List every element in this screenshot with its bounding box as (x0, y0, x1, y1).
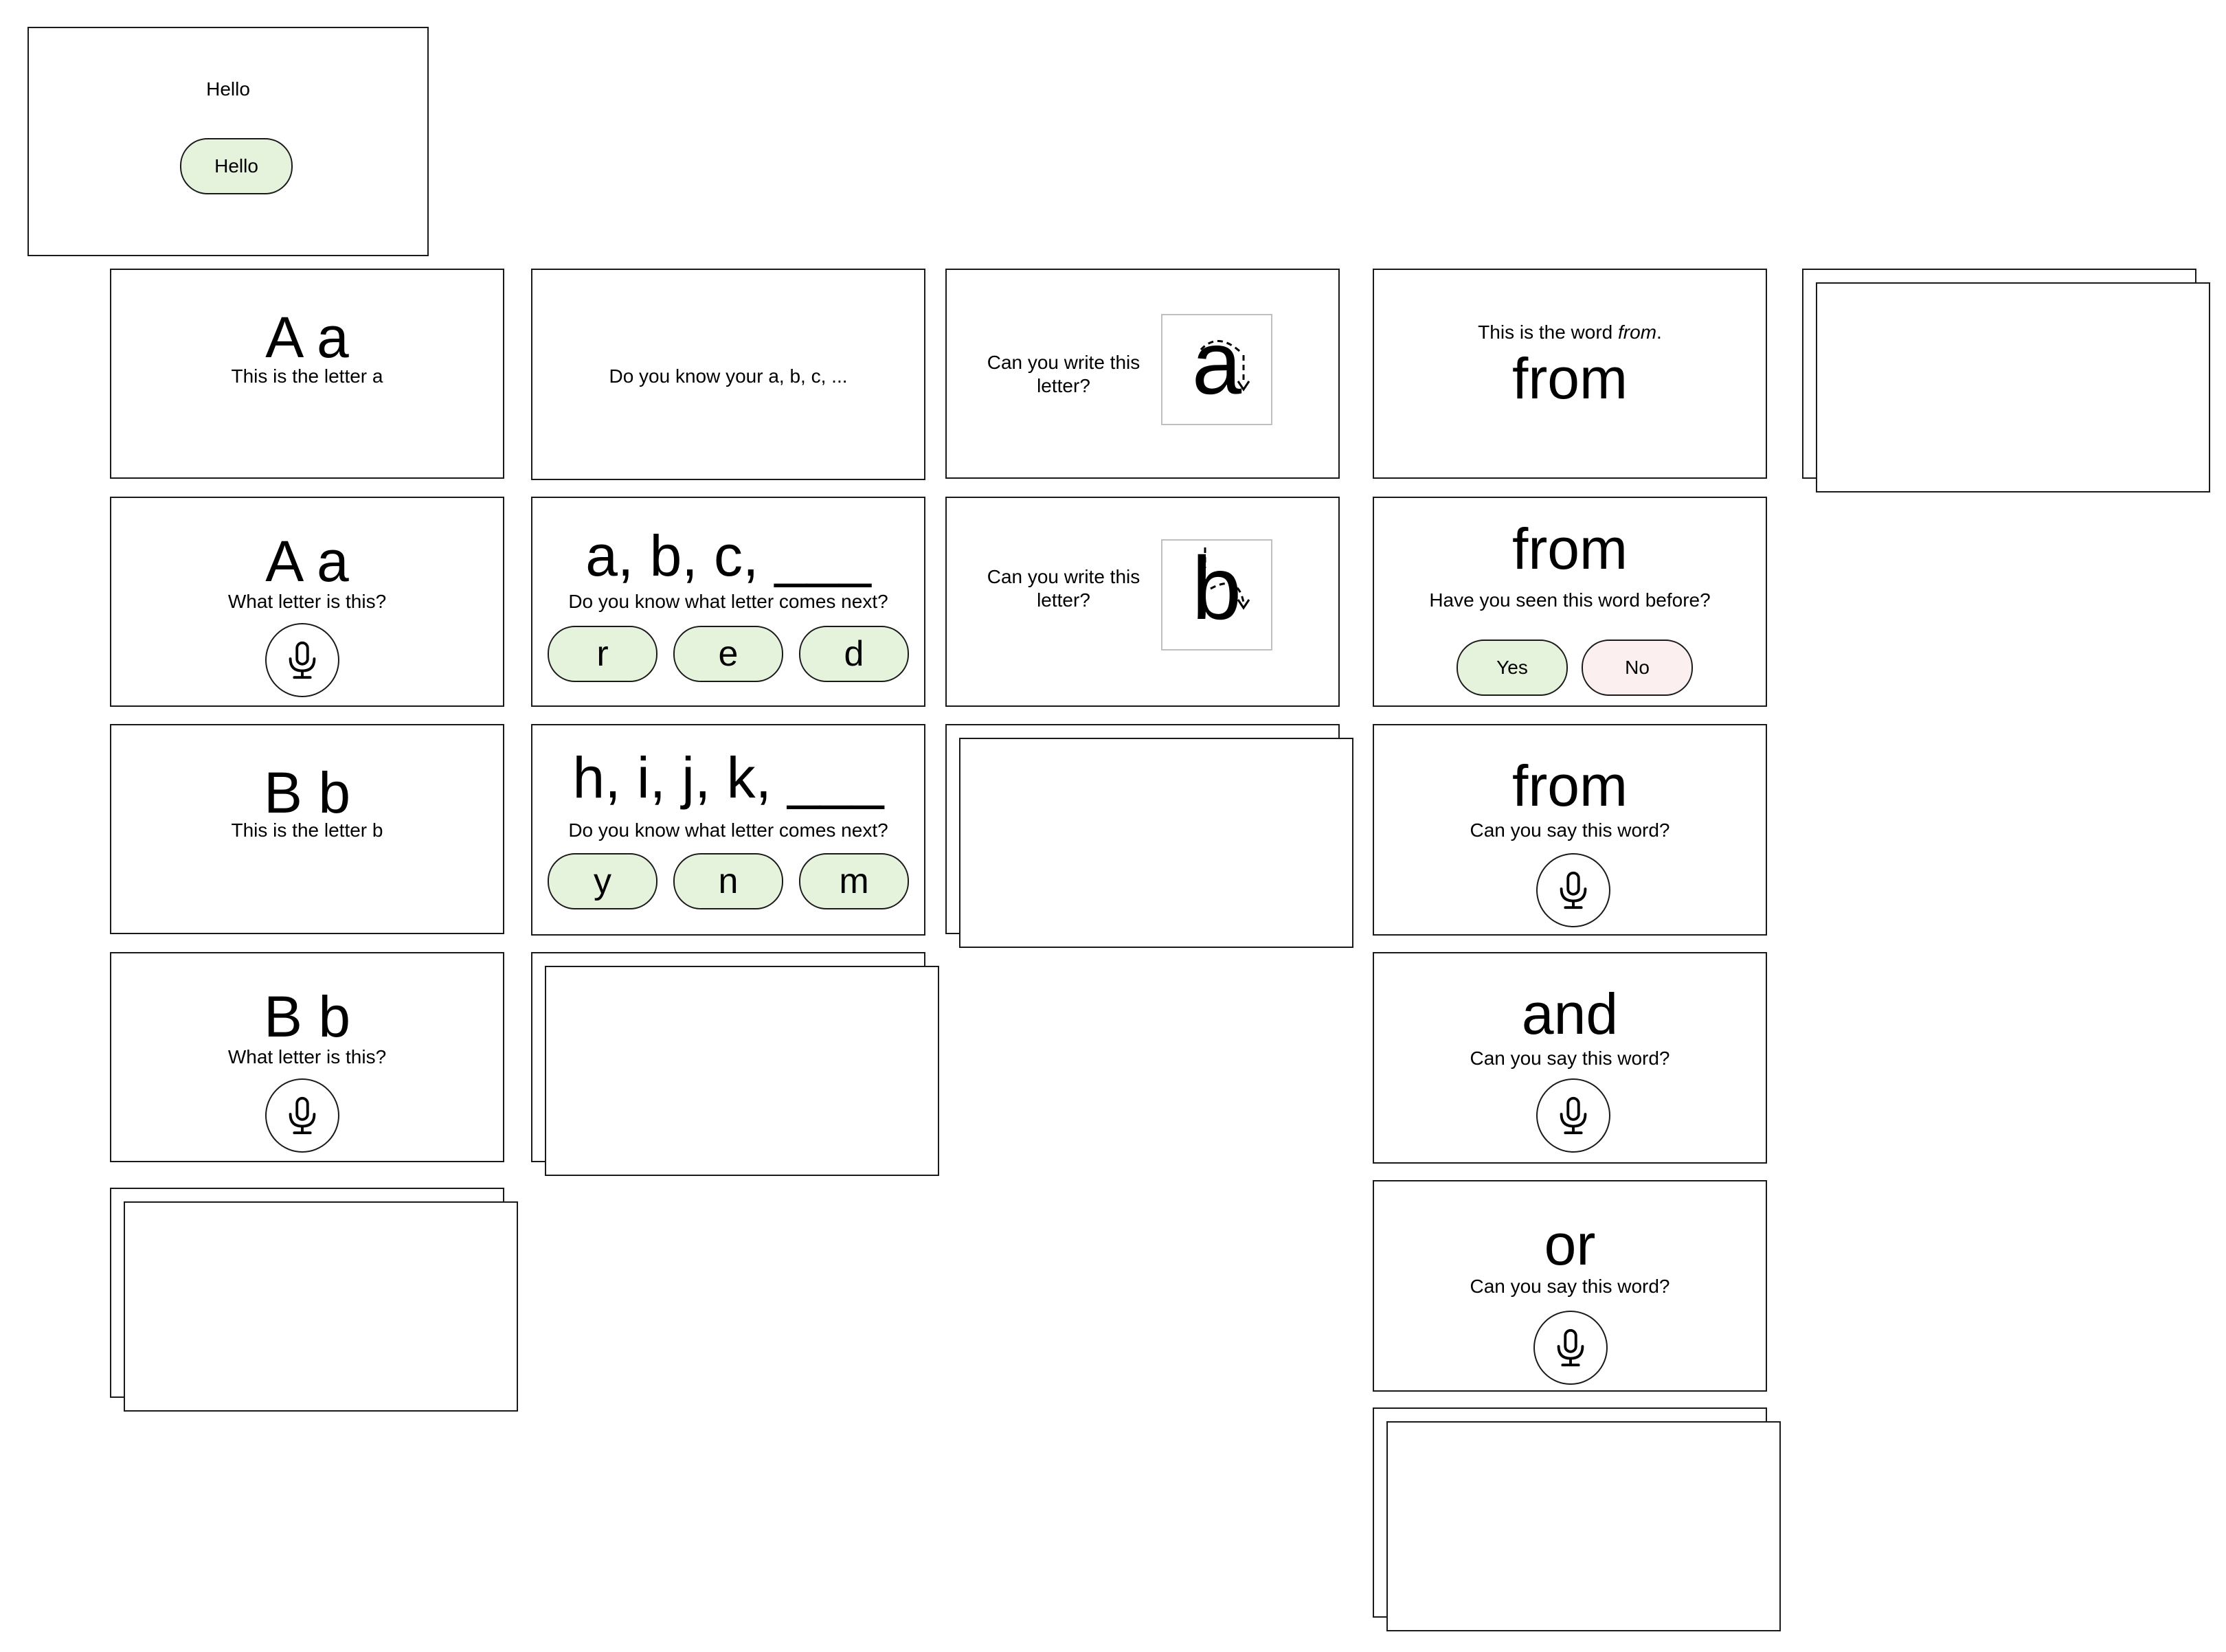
no-button[interactable]: No (1582, 640, 1693, 696)
word-seen-question: Have you seen this word before? (1429, 589, 1711, 611)
letter-a-quiz-display: A a (265, 529, 349, 593)
word-intro-suffix: . (1656, 321, 1662, 343)
word-say-or-question: Can you say this word? (1470, 1276, 1670, 1297)
letter-a-intro-card: A a This is the letter a (110, 269, 504, 479)
abc-intro-card: Do you know your a, b, c, ... (531, 269, 925, 480)
option-m-button[interactable]: m (799, 853, 909, 909)
trace-letter: b (1191, 538, 1242, 638)
option-label: e (718, 634, 739, 674)
word-say-from-display: from (1512, 754, 1628, 818)
microphone-icon (1552, 869, 1595, 912)
letter-b-quiz-card: B b What letter is this? (110, 952, 504, 1162)
word-seen-display: from (1512, 517, 1628, 581)
microphone-button[interactable] (1533, 1311, 1608, 1385)
option-n-button[interactable]: n (673, 853, 783, 909)
yes-button-label: Yes (1496, 657, 1528, 679)
write-a-prompt: Can you write this letter? (987, 352, 1140, 396)
stacked-card-front (1816, 282, 2210, 493)
trace-arrow-icon (1200, 340, 1250, 392)
microphone-icon (1549, 1326, 1592, 1369)
word-say-from-card: from Can you say this word? (1373, 724, 1767, 936)
word-say-or-card: or Can you say this word? (1373, 1180, 1767, 1392)
letter-b-quiz-question: What letter is this? (227, 1046, 387, 1067)
sequence-2-card: h, i, j, k, ___ Do you know what letter … (531, 724, 925, 936)
word-say-or-display: or (1544, 1212, 1596, 1277)
option-y-button[interactable]: y (548, 853, 657, 909)
greeting-title: Hello (206, 78, 250, 100)
letter-b-quiz-display: B b (263, 984, 351, 1049)
sequence-2-question: Do you know what letter comes next? (568, 819, 888, 841)
letter-trace-box[interactable]: b (1161, 539, 1272, 650)
trace-arrow-icon (1204, 547, 1250, 610)
letter-a-caption: This is the letter a (231, 365, 383, 387)
option-label: d (844, 634, 864, 674)
letter-b-intro-card: B b This is the letter b (110, 724, 504, 934)
letter-trace-box[interactable]: a (1161, 314, 1272, 425)
microphone-icon (281, 639, 324, 681)
write-b-card: Can you write this letter? b (945, 497, 1340, 707)
word-say-from-question: Can you say this word? (1470, 819, 1670, 841)
microphone-button[interactable] (265, 1078, 339, 1153)
option-label: n (718, 861, 739, 901)
word-say-and-card: and Can you say this word? (1373, 952, 1767, 1164)
option-label: m (839, 861, 869, 901)
hello-button[interactable]: Hello (180, 138, 293, 194)
abc-intro-text: Do you know your a, b, c, ... (609, 365, 848, 387)
word-intro-display: from (1512, 346, 1628, 411)
stacked-card-front (545, 966, 939, 1176)
letter-a-quiz-question: What letter is this? (227, 591, 387, 612)
write-a-card: Can you write this letter? a (945, 269, 1340, 479)
no-button-label: No (1625, 657, 1650, 679)
option-r-button[interactable]: r (548, 626, 657, 682)
greeting-card: Hello Hello (27, 27, 429, 256)
word-intro-caption: This is the word from. (1374, 321, 1766, 344)
letter-b-display: B b (263, 760, 351, 825)
word-intro-italic: from (1618, 321, 1657, 343)
microphone-button[interactable] (1536, 853, 1610, 927)
sequence-1-card: a, b, c, ___ Do you know what letter com… (531, 497, 925, 707)
microphone-icon (281, 1094, 324, 1137)
sequence-1-question: Do you know what letter comes next? (568, 591, 888, 612)
sequence-1-text: a, b, c, ___ (585, 523, 871, 588)
letter-a-quiz-card: A a What letter is this? (110, 497, 504, 707)
word-say-and-question: Can you say this word? (1470, 1048, 1670, 1069)
hello-button-label: Hello (214, 155, 258, 177)
option-label: r (596, 634, 609, 674)
word-intro-prefix: This is the word (1478, 321, 1619, 343)
stacked-card-front (1386, 1421, 1781, 1631)
letter-a-display: A a (265, 305, 349, 370)
yes-button[interactable]: Yes (1457, 640, 1568, 696)
trace-letter: a (1191, 313, 1242, 413)
letter-b-caption: This is the letter b (231, 819, 383, 841)
word-intro-card: This is the word from. from (1373, 269, 1767, 479)
microphone-button[interactable] (1536, 1078, 1610, 1153)
microphone-button[interactable] (265, 623, 339, 697)
write-b-prompt: Can you write this letter? (987, 566, 1140, 611)
sequence-2-text: h, i, j, k, ___ (572, 745, 884, 810)
stacked-card-front (124, 1201, 518, 1412)
microphone-icon (1552, 1094, 1595, 1137)
option-e-button[interactable]: e (673, 626, 783, 682)
word-say-and-display: and (1521, 982, 1619, 1046)
stacked-card-front (959, 738, 1353, 948)
option-d-button[interactable]: d (799, 626, 909, 682)
word-seen-card: from Have you seen this word before? Yes… (1373, 497, 1767, 707)
option-label: y (594, 861, 611, 901)
